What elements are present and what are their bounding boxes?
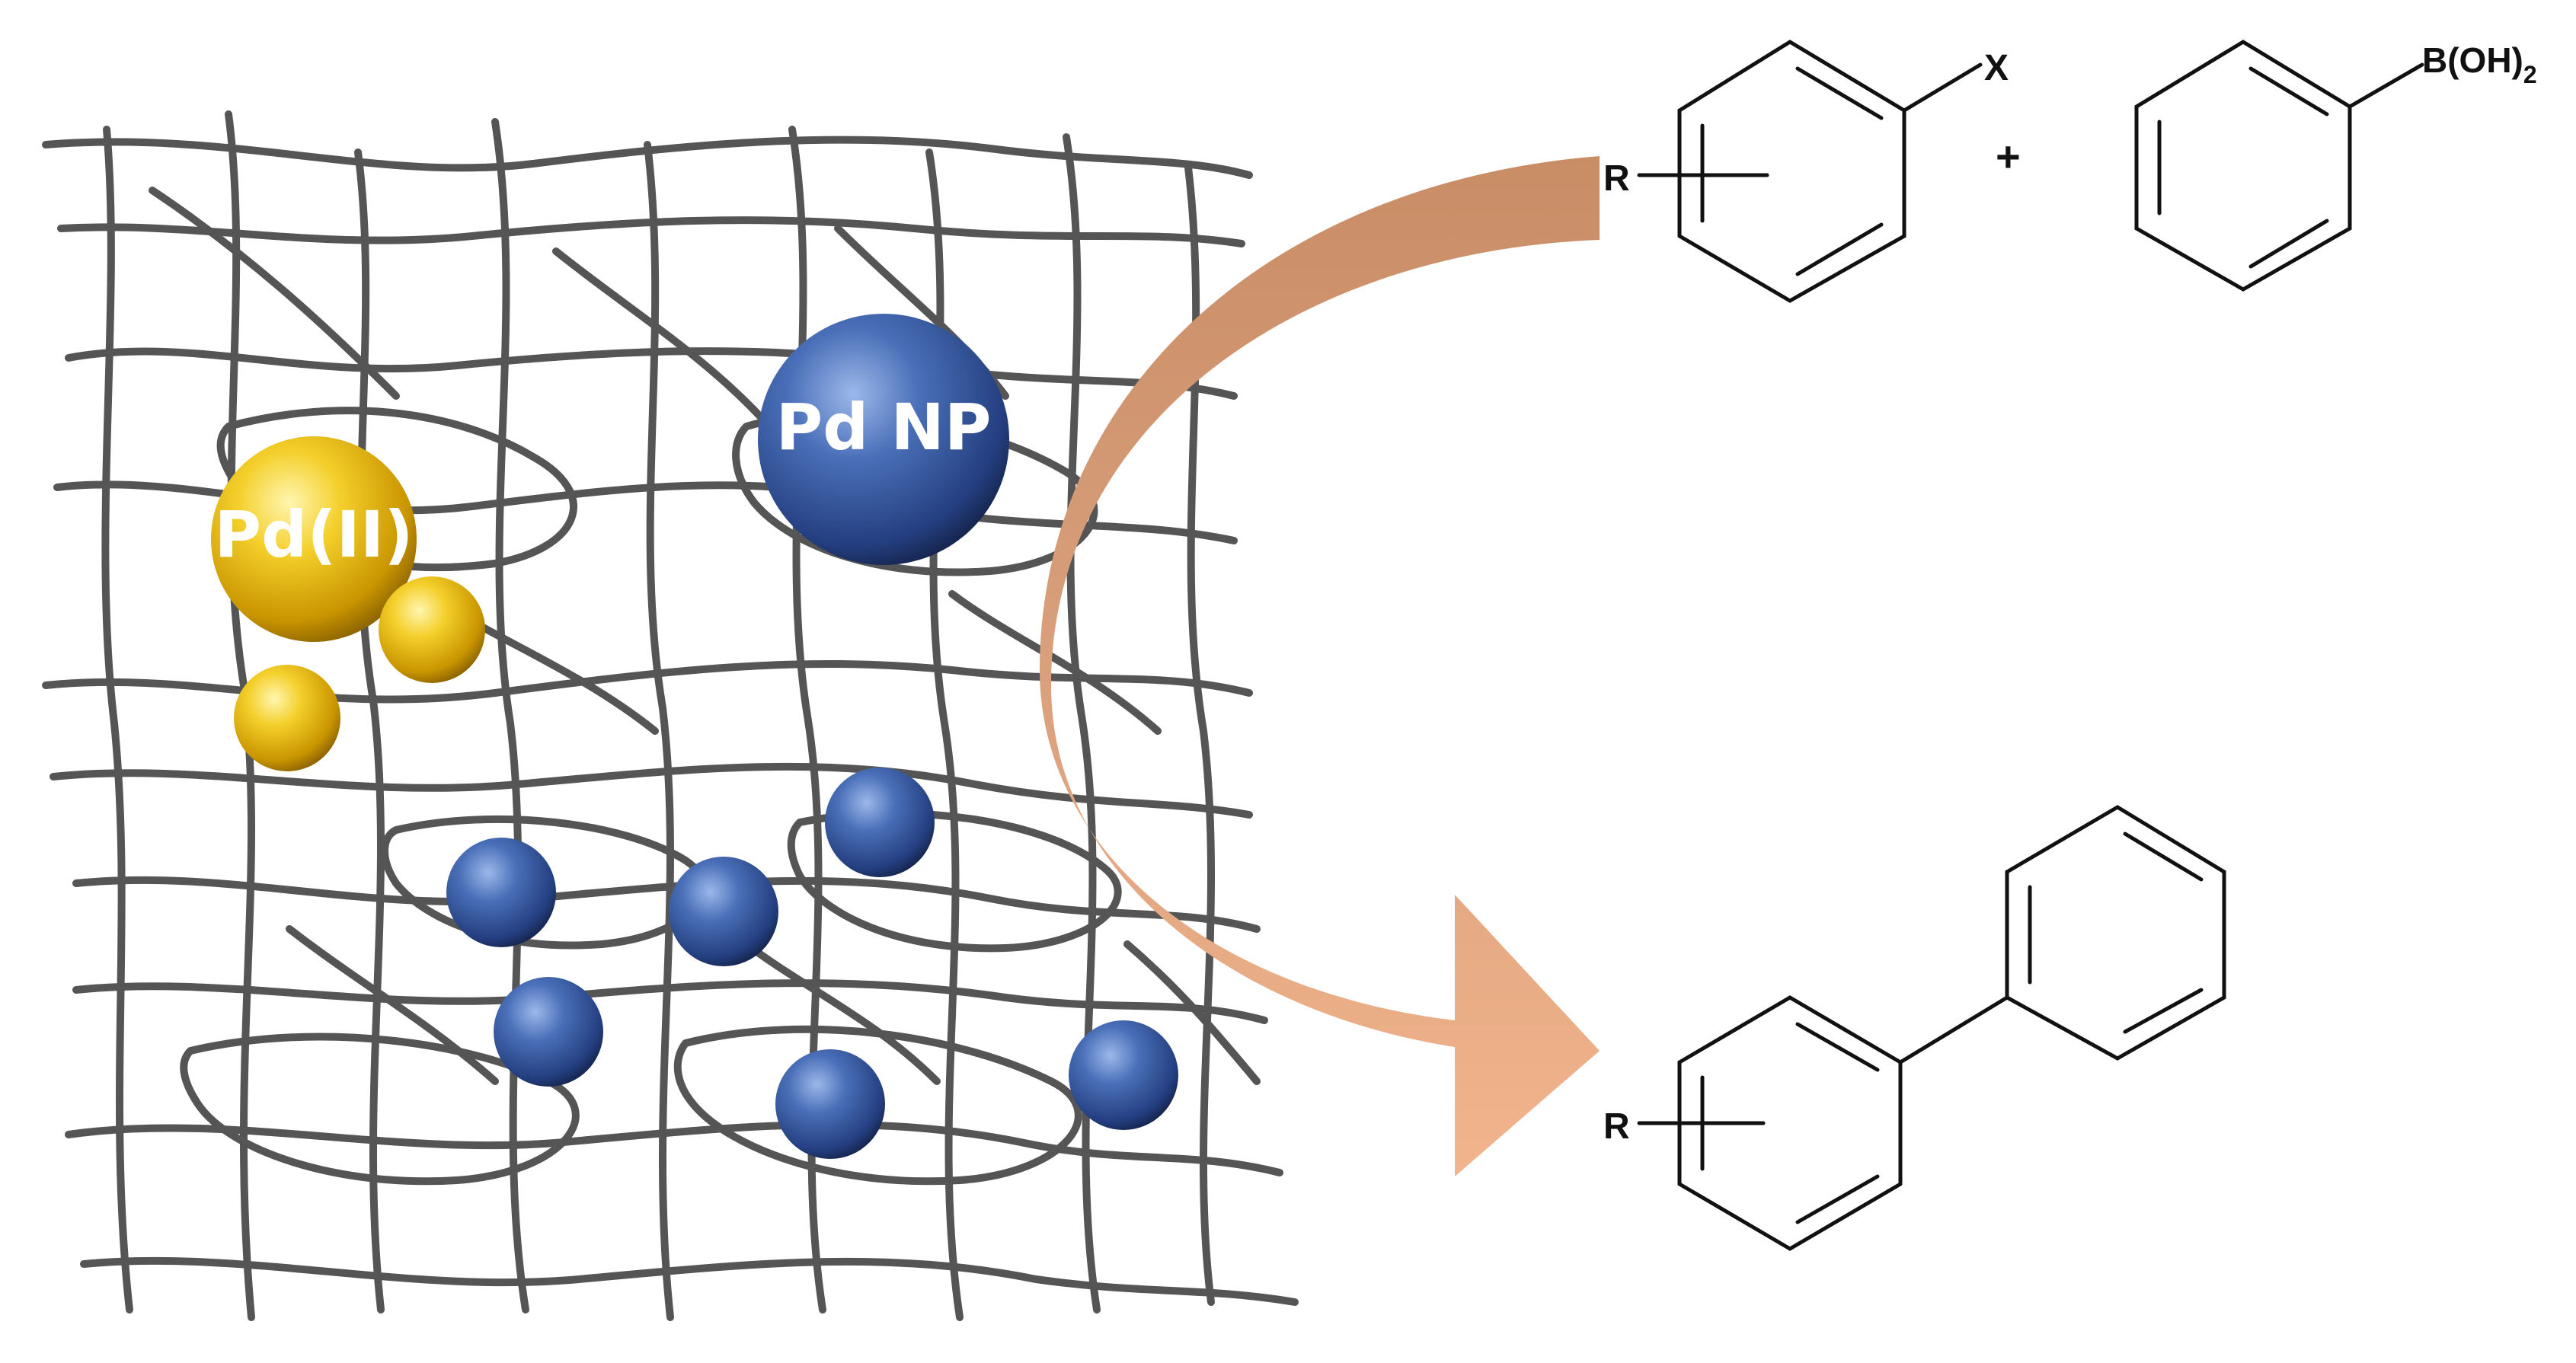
pd-np-particle (825, 768, 935, 877)
pd-ii-particle-large (211, 436, 417, 642)
pd-np-label: Pd NP (776, 390, 992, 464)
pd-ii-particle-small (379, 576, 485, 683)
fiber-network (42, 110, 1299, 1321)
boronic-acid-structure: B(OH)2 (2134, 40, 2537, 292)
boronic-acid-subscript: 2 (2523, 61, 2537, 88)
aryl-halide-r-label: R (1603, 158, 1630, 199)
product-r-label: R (1603, 1106, 1630, 1147)
pd-np-particle (446, 838, 556, 947)
aryl-halide-x-label: X (1984, 48, 2009, 88)
pd-ii-cluster: Pd(II) (211, 436, 485, 771)
pd-np-particle (1069, 1020, 1178, 1130)
reaction-arrow (1040, 156, 1600, 1176)
aryl-halide-structure: R X (1603, 40, 2009, 303)
boronic-acid-label: B(OH)2 (2422, 40, 2537, 88)
pd-np-cluster: Pd NP (446, 314, 1178, 1159)
plus-sign: + (1996, 132, 2021, 180)
biphenyl-product-structure: R (1603, 805, 2226, 1251)
pd-ii-particle-small (234, 665, 340, 771)
pd-np-particle (494, 977, 603, 1087)
pd-ii-label: Pd(II) (215, 497, 414, 572)
pd-np-particle-large (758, 314, 1009, 565)
pd-np-particle (669, 857, 778, 966)
pd-np-particle (775, 1049, 885, 1159)
